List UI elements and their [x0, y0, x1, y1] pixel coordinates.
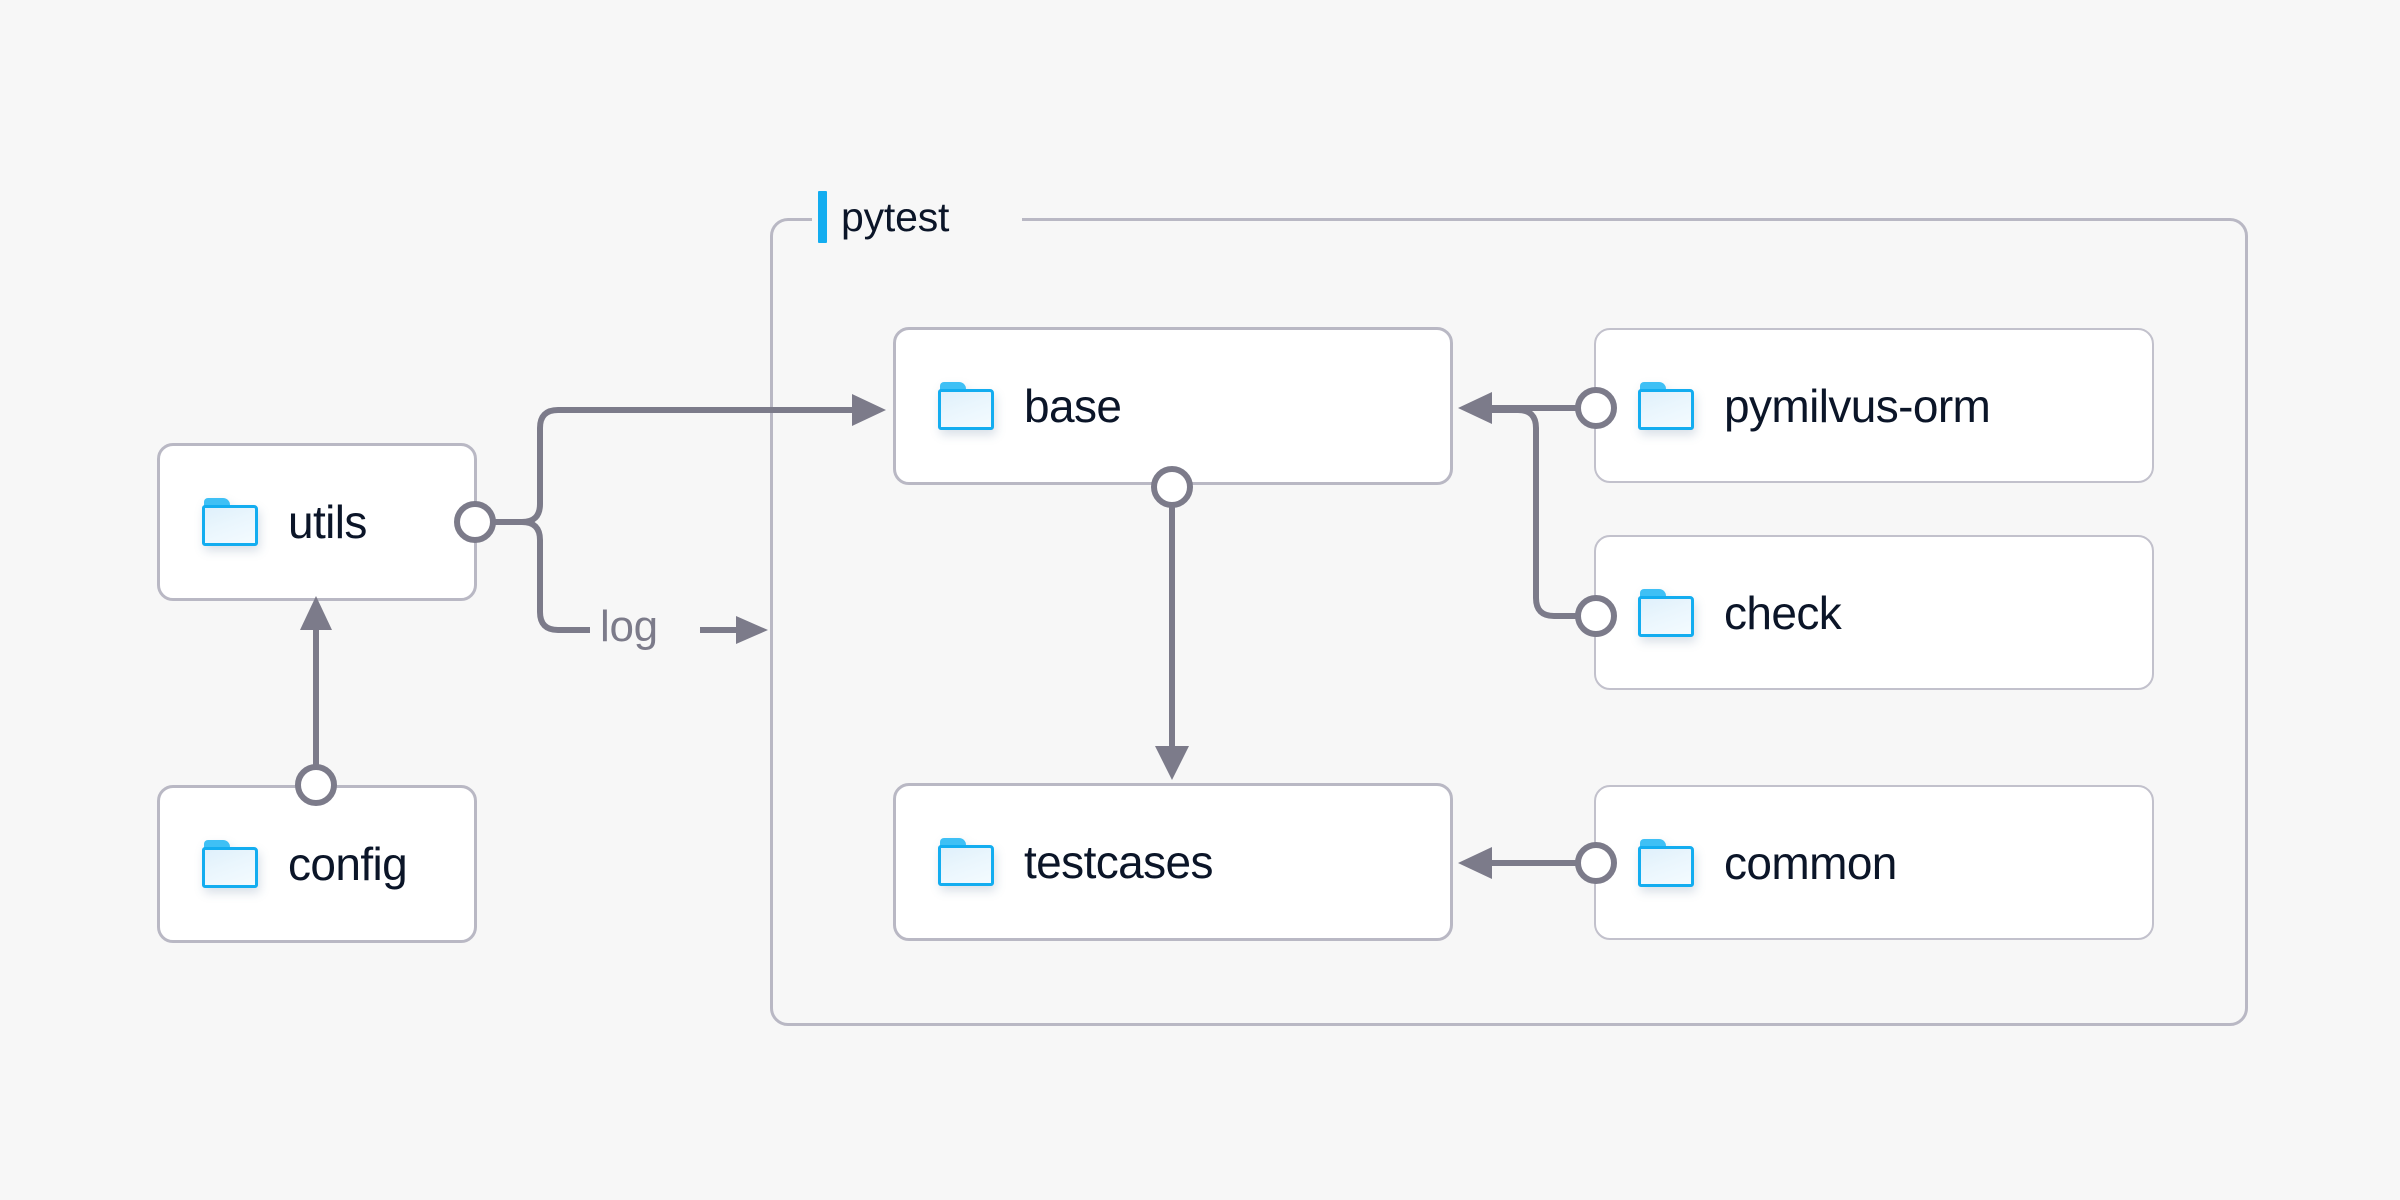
node-pymilvus-orm[interactable]: pymilvus-orm	[1594, 328, 2154, 483]
folder-icon	[1638, 381, 1694, 430]
node-common[interactable]: common	[1594, 785, 2154, 940]
group-pytest-label: pytest	[812, 191, 960, 243]
node-config-label: config	[288, 838, 408, 890]
group-pytest-label-text: pytest	[841, 194, 950, 240]
node-base-label: base	[1024, 380, 1122, 432]
node-base[interactable]: base	[893, 327, 1453, 485]
arrow-head-icon	[736, 616, 768, 644]
node-common-label: common	[1724, 836, 1897, 889]
node-check-label: check	[1724, 586, 1842, 639]
node-config[interactable]: config	[157, 785, 477, 943]
accent-bar-icon	[818, 191, 827, 243]
edge-label-log: log	[600, 602, 658, 651]
folder-icon	[202, 498, 258, 546]
arrow-head-icon	[300, 596, 332, 630]
node-testcases[interactable]: testcases	[893, 783, 1453, 941]
folder-icon	[1638, 588, 1694, 637]
folder-icon	[938, 838, 994, 886]
node-utils-label: utils	[288, 496, 367, 548]
node-check[interactable]: check	[1594, 535, 2154, 690]
group-pytest	[770, 218, 2248, 1026]
folder-icon	[938, 382, 994, 430]
folder-icon	[1638, 838, 1694, 887]
node-utils[interactable]: utils	[157, 443, 477, 601]
node-pymilvus-orm-label: pymilvus-orm	[1724, 379, 1991, 432]
folder-icon	[202, 840, 258, 888]
node-testcases-label: testcases	[1024, 836, 1214, 888]
edge-config-utils	[295, 596, 337, 806]
